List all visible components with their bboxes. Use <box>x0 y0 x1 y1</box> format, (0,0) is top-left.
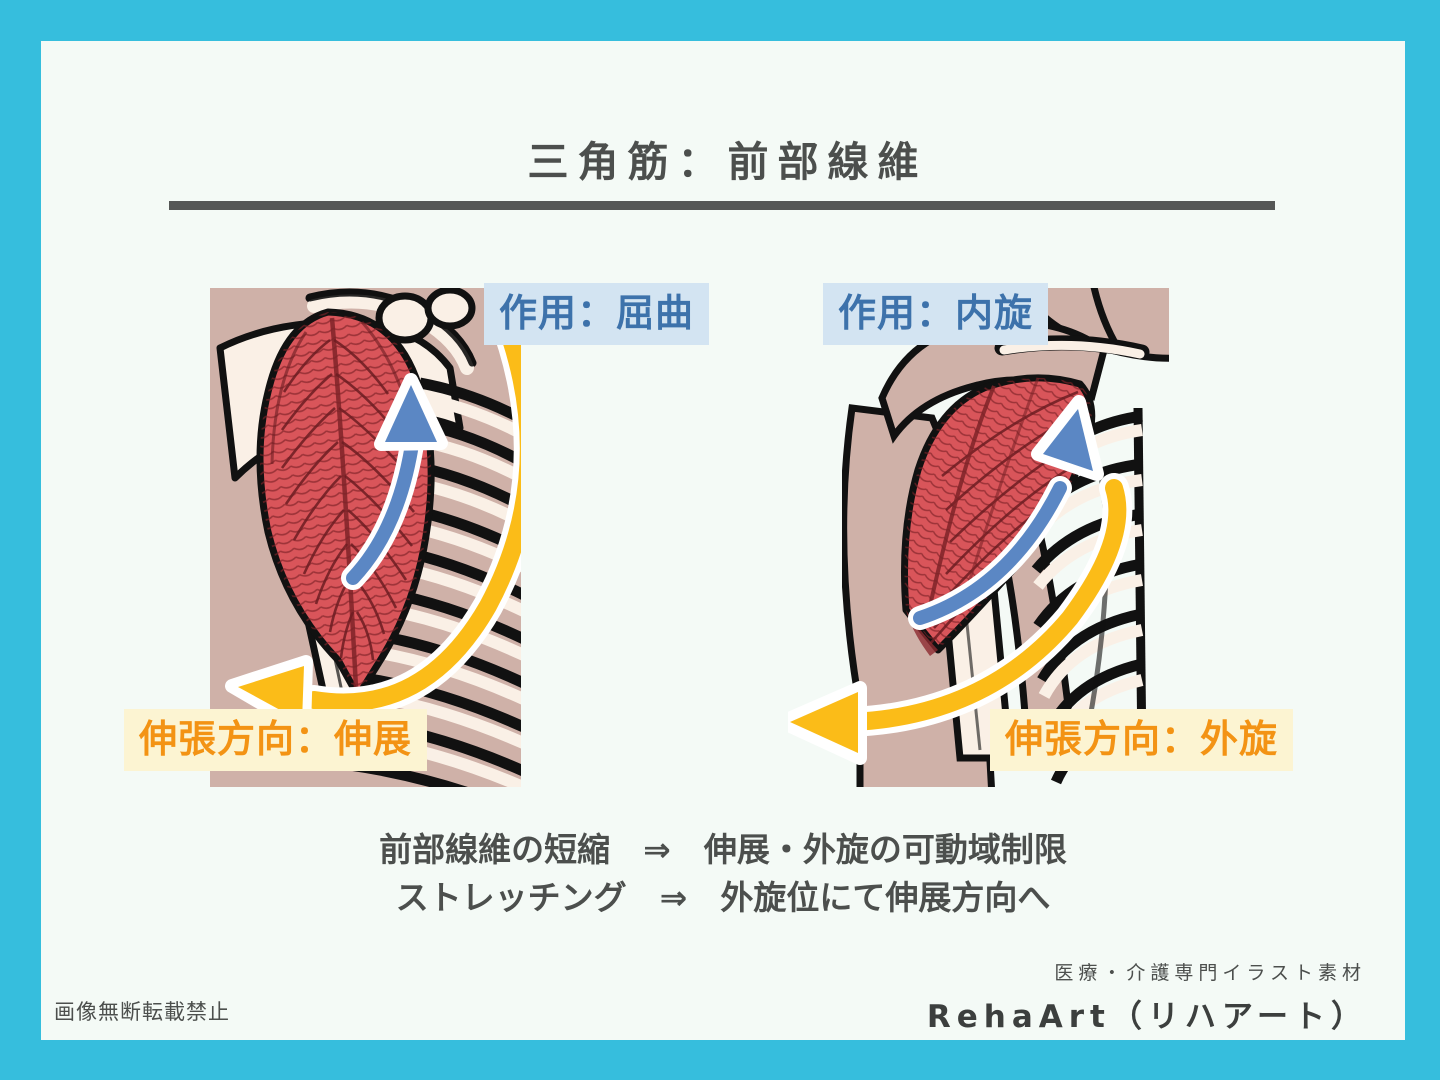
stretch-arrow-left-group <box>225 299 521 735</box>
title-divider <box>169 201 1275 210</box>
brand-tagline: 医療・介護専門イラスト素材 <box>1054 962 1366 984</box>
illustration-panel-left <box>210 288 521 787</box>
summary-block: 前部線維の短縮 ⇒ 伸展・外旋の可動域制限 ストレッチング ⇒ 外旋位にて伸展方… <box>41 826 1405 922</box>
action-arrow-left-group <box>341 373 448 590</box>
action-label-left: 作用：屈曲 <box>484 283 710 345</box>
brand-name: RehaArt（リハアート） <box>926 999 1368 1035</box>
copyright-notice: 画像無断転載禁止 <box>54 1000 230 1024</box>
action-label-right: 作用：内旋 <box>823 283 1049 345</box>
summary-line-1: 前部線維の短縮 ⇒ 伸展・外旋の可動域制限 <box>379 830 1067 869</box>
stretch-label-right: 伸張方向：外旋 <box>990 709 1294 771</box>
page-title: 三角筋：前部線維 <box>527 138 928 186</box>
lateral-shoulder-view <box>210 288 521 787</box>
stretch-label-left: 伸張方向：伸展 <box>124 709 428 771</box>
content-card: 三角筋：前部線維 <box>41 41 1405 1040</box>
summary-line-2: ストレッチング ⇒ 外旋位にて伸展方向へ <box>395 877 1051 917</box>
lateral-shoulder-svg <box>210 288 521 787</box>
